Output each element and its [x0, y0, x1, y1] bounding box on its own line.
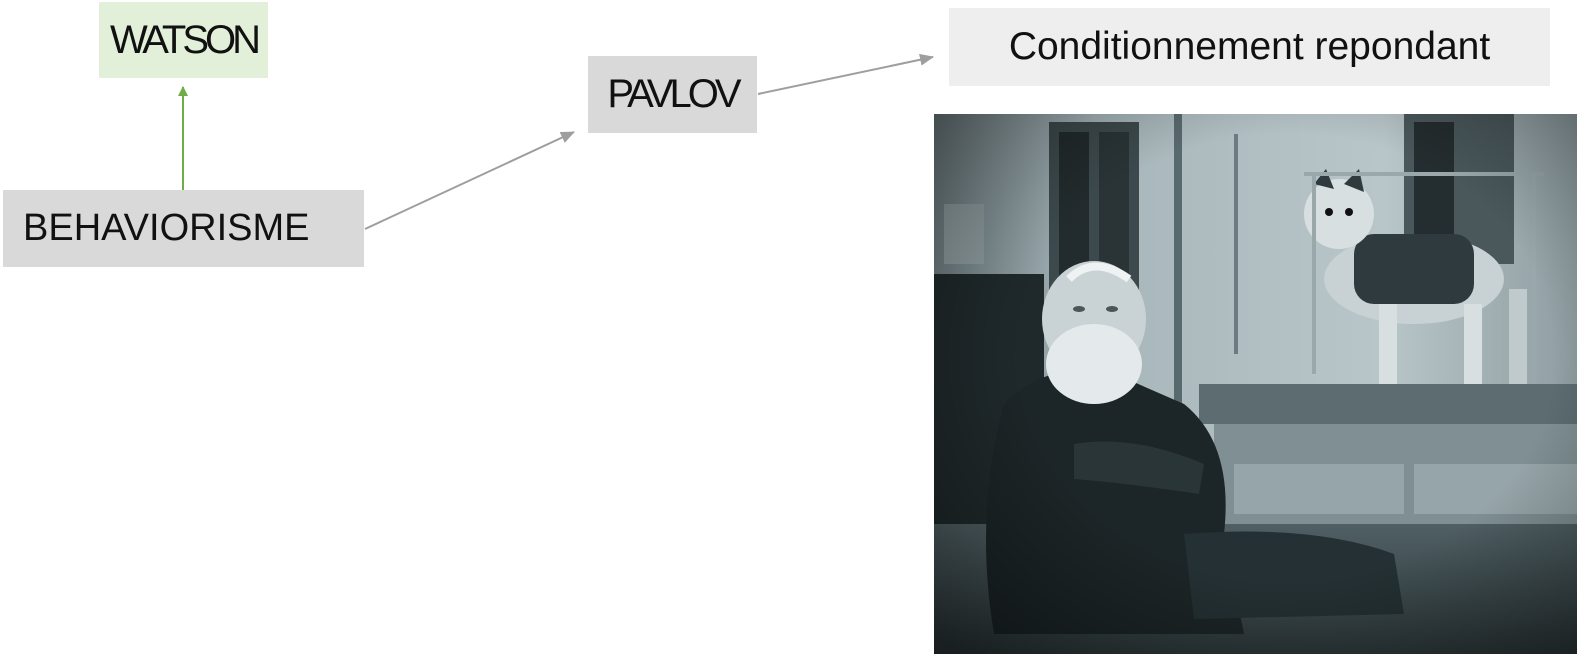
- arrow-behaviorisme-to-pavlov: [364, 131, 575, 230]
- node-conditionnement-repondant: Conditionnement repondant: [949, 8, 1550, 86]
- pavlov-dog-photo: [934, 114, 1577, 654]
- node-watson: WATSON: [99, 2, 268, 78]
- node-behaviorisme: BEHAVIORISME: [3, 190, 364, 267]
- node-pavlov: PAVLOV: [588, 56, 757, 133]
- arrow-pavlov-to-conditionnement: [757, 53, 934, 95]
